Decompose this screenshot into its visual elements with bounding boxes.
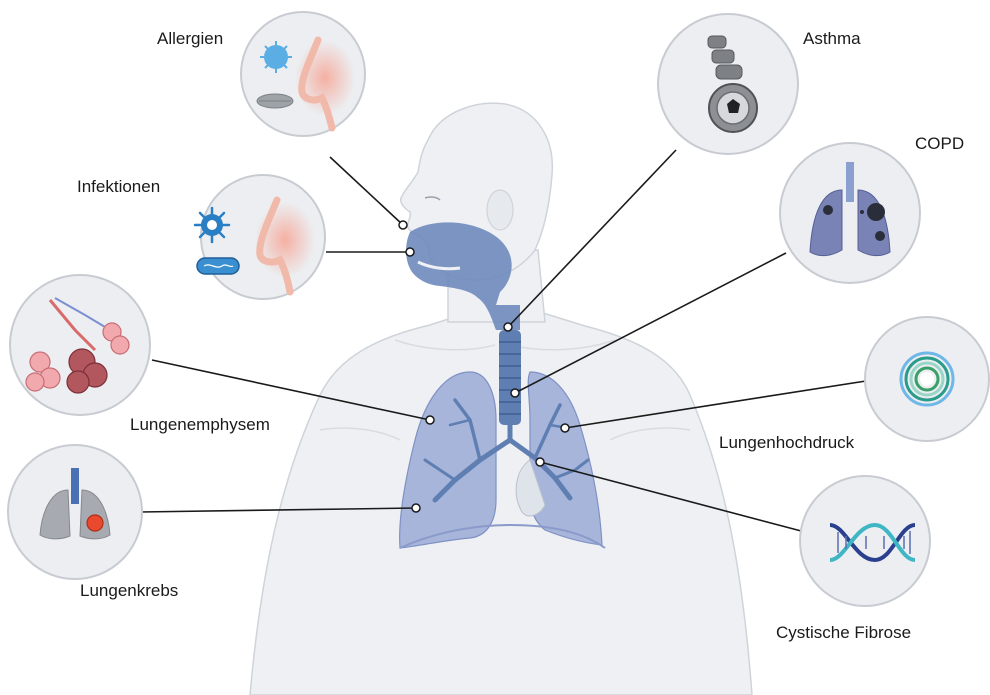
label-lungenhochdruck: Lungenhochdruck — [719, 434, 854, 451]
label-infektionen: Infektionen — [77, 178, 160, 195]
infection-icon — [195, 175, 325, 299]
asthma-airway-icon — [658, 14, 798, 154]
label-cystische-fibrose: Cystische Fibrose — [776, 624, 911, 641]
label-asthma: Asthma — [803, 30, 861, 47]
copd-lungs-icon — [780, 143, 920, 283]
cystic-fibrosis-dna-icon — [800, 476, 930, 606]
allergy-icon — [241, 12, 365, 136]
pulmonary-hypertension-vessel-icon — [865, 317, 989, 441]
ear-shape — [487, 190, 513, 230]
lung-cancer-icon — [8, 445, 142, 579]
label-allergien: Allergien — [157, 30, 223, 47]
label-lungenemphysem: Lungenemphysem — [130, 416, 270, 433]
emphysema-alveoli-icon — [10, 275, 150, 415]
label-copd: COPD — [915, 135, 964, 152]
label-lungenkrebs: Lungenkrebs — [80, 582, 178, 599]
leader-allergien — [330, 157, 403, 225]
